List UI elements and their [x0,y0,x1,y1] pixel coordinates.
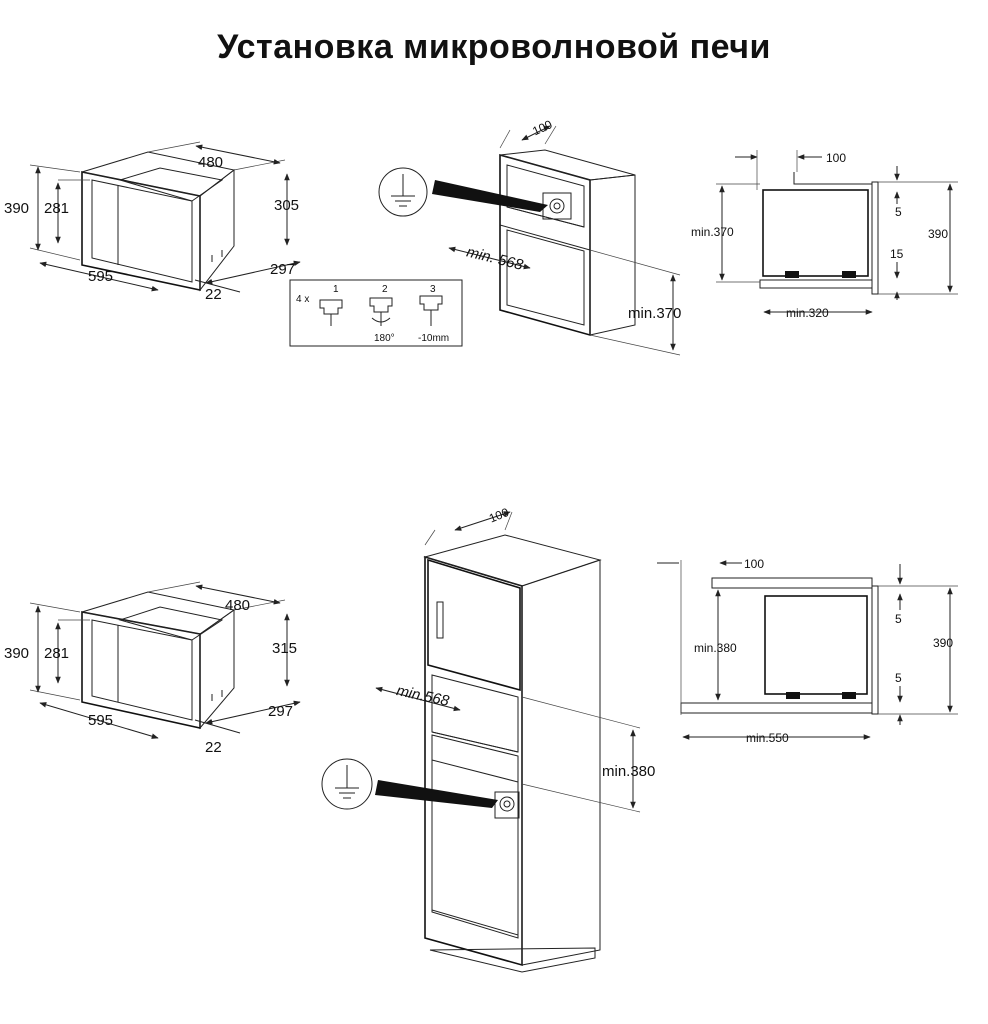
bottom-side-min-depth-label: min.550 [746,731,789,745]
top-cabinet-drawing [378,125,681,356]
bottom-oven-side-depth-label: 297 [268,703,293,720]
page-title: Установка микроволновой печи [217,28,771,66]
top-oven-drawing [29,141,301,293]
bottom-oven-front-width-label: 595 [88,712,113,729]
top-oven-offset-label: 22 [205,286,222,303]
bottom-cabinet-min-width-label: min.568 [395,682,451,710]
top-side-gap-label: 100 [826,151,846,165]
bottom-oven-offset-label: 22 [205,739,222,756]
bottom-side-min-height-label: min.380 [694,641,737,655]
bottom-ground-icon [321,758,373,810]
bottom-side-gap-bottom-label: 5 [895,671,902,685]
step-1-label: 1 [333,284,339,295]
bottom-cabinet-gap-label: 100 [487,505,511,526]
top-side-gap-bottom-label: 15 [890,247,904,261]
bracket-step-2-icon [369,297,393,326]
top-oven-inner-height-label: 281 [44,200,69,217]
bottom-oven-depth-label: 315 [272,640,297,657]
top-steps-box [289,279,463,347]
bottom-oven-width-label: 480 [225,597,250,614]
bottom-cabinet-drawing [321,511,641,973]
step-rotation-label: 180° [374,333,395,344]
bottom-oven-inner-height-label: 281 [44,645,69,662]
bracket-step-3-icon [419,295,443,326]
top-side-view-drawing [716,150,958,315]
top-oven-depth-label: 305 [274,197,299,214]
top-side-min-depth-label: min.320 [786,306,829,320]
top-oven-front-width-label: 595 [88,268,113,285]
top-oven-side-depth-label: 297 [270,261,295,278]
top-side-gap-top-label: 5 [895,205,902,219]
top-oven-width-label: 480 [198,154,223,171]
bottom-side-total-label: 390 [933,636,953,650]
bottom-side-view-drawing [657,560,958,740]
step-lower-label: -10mm [418,333,449,344]
bottom-cabinet-min-height-label: min.380 [602,763,655,780]
bottom-side-gap-top-label: 5 [895,612,902,626]
steps-count-label: 4 x [296,294,309,305]
bracket-step-1-icon [319,299,343,326]
top-ground-icon [378,167,428,217]
bottom-oven-outer-height-label: 390 [4,645,29,662]
top-cabinet-min-height-label: min.370 [628,305,681,322]
step-3-label: 3 [430,284,436,295]
top-oven-outer-height-label: 390 [4,200,29,217]
step-2-label: 2 [382,284,388,295]
top-side-total-label: 390 [928,227,948,241]
top-cabinet-min-width-label: min. 568 [465,243,526,274]
top-side-min-height-label: min.370 [691,225,734,239]
bottom-oven-drawing [29,581,301,739]
top-cabinet-gap-label: 100 [530,117,554,138]
bottom-side-gap-label: 100 [744,557,764,571]
